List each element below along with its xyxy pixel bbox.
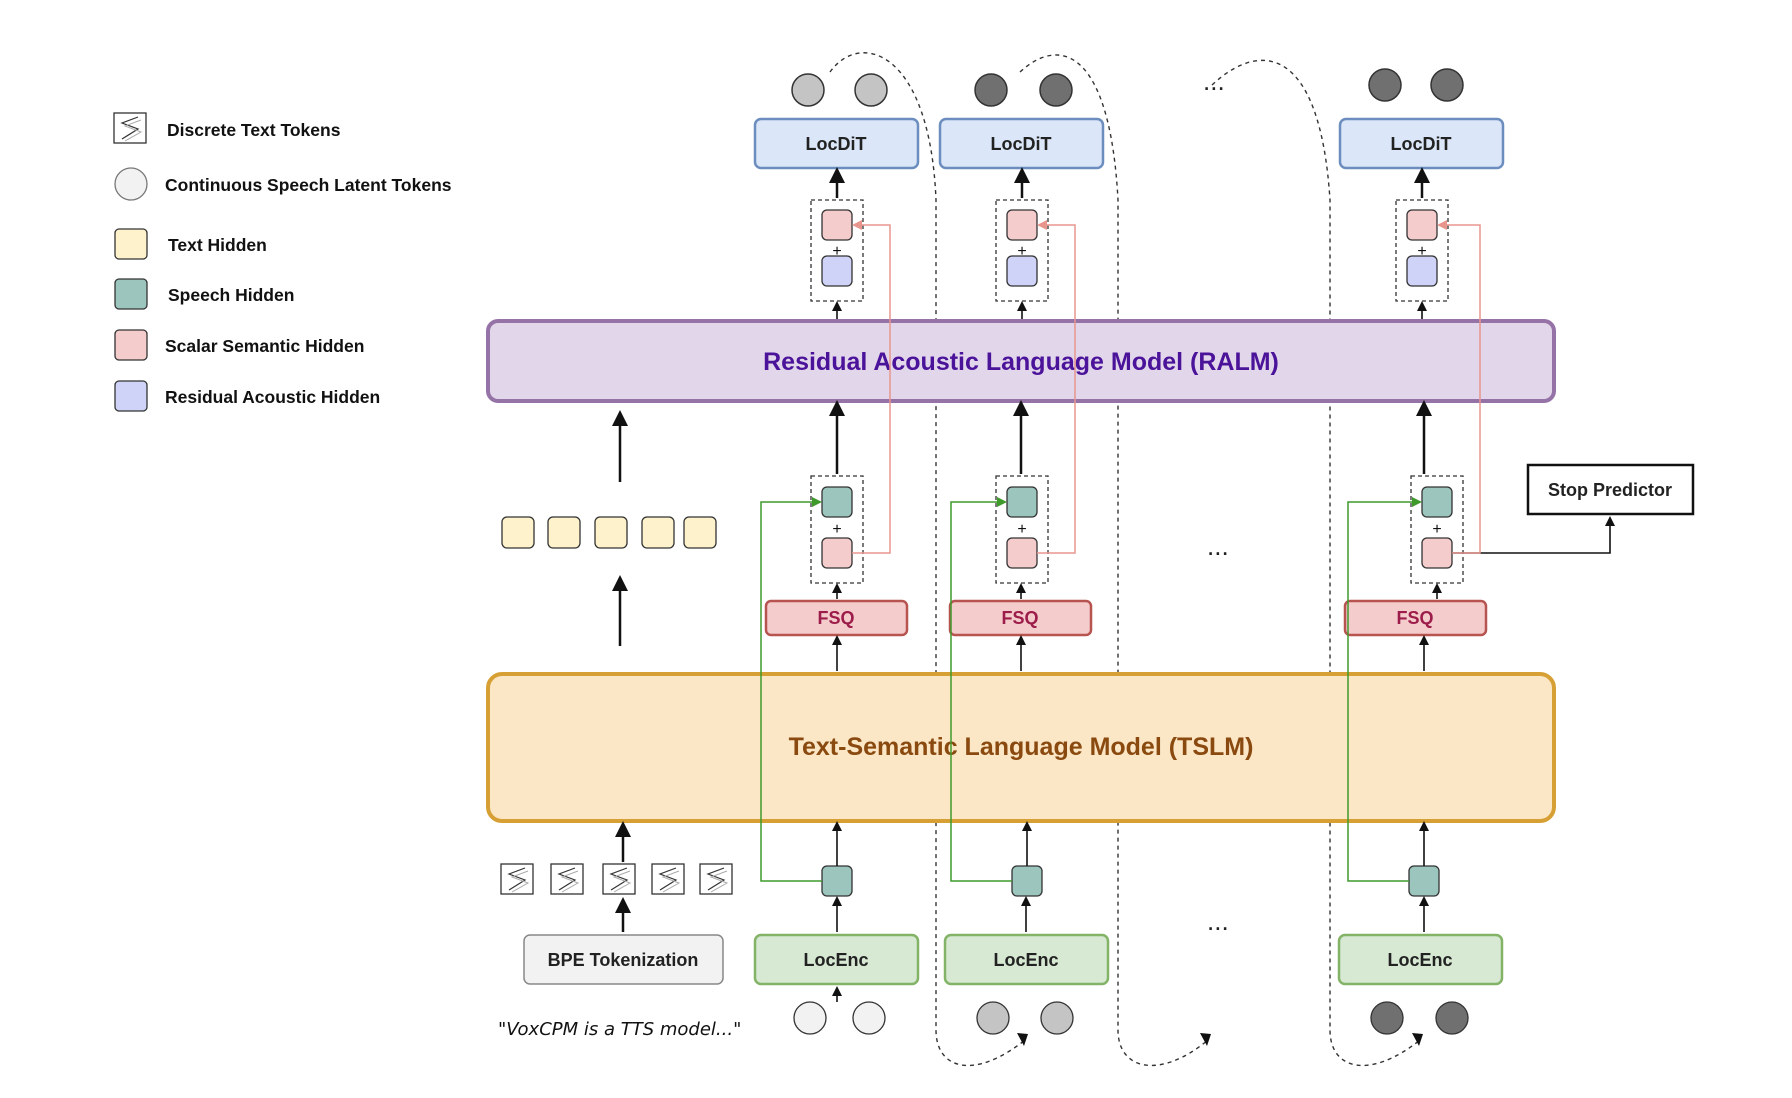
ralm-block: Residual Acoustic Language Model (RALM) xyxy=(486,319,1556,403)
input-text: "VoxCPM is a TTS model..." xyxy=(498,1019,741,1040)
ellipsis: ... xyxy=(1203,66,1225,96)
fsq-label: FSQ xyxy=(1396,608,1433,628)
locenc-label: LocEnc xyxy=(1387,950,1452,970)
upper-stack: + xyxy=(995,199,1049,302)
locenc-label: LocEnc xyxy=(993,950,1058,970)
ellipsis: ... xyxy=(1207,906,1229,936)
legend-label: Continuous Speech Latent Tokens xyxy=(165,175,452,195)
svg-text:+: + xyxy=(1017,521,1026,538)
speech-skip-connections xyxy=(760,497,1422,882)
locdit-label: LocDiT xyxy=(1391,134,1452,154)
legend: Discrete Text Tokens Continuous Speech L… xyxy=(113,112,452,412)
lower-stack: + xyxy=(995,475,1049,584)
fsq-label: FSQ xyxy=(817,608,854,628)
text-hidden-row xyxy=(501,516,717,549)
legend-residual-acoustic-hidden: Residual Acoustic Hidden xyxy=(114,380,380,412)
fsq-block: FSQ xyxy=(948,599,1093,637)
fsq-block: FSQ xyxy=(764,599,909,637)
locdit-label: LocDiT xyxy=(806,134,867,154)
legend-label: Residual Acoustic Hidden xyxy=(165,387,380,407)
lower-stack: + xyxy=(1410,475,1464,584)
locdit-label: LocDiT xyxy=(991,134,1052,154)
legend-label: Speech Hidden xyxy=(168,285,294,305)
tslm-label: Text-Semantic Language Model (TSLM) xyxy=(789,733,1254,761)
bpe-tokenization-block: BPE Tokenization xyxy=(523,934,724,985)
tslm-block: Text-Semantic Language Model (TSLM) xyxy=(486,672,1556,823)
discrete-text-token-row xyxy=(500,863,733,895)
legend-label: Scalar Semantic Hidden xyxy=(165,336,364,356)
text-hidden-token xyxy=(683,516,717,549)
legend-label: Text Hidden xyxy=(168,235,267,255)
svg-text:+: + xyxy=(832,521,841,538)
locenc-label: LocEnc xyxy=(803,950,868,970)
semantic-residual-connections xyxy=(852,220,1481,554)
legend-scalar-semantic-hidden: Scalar Semantic Hidden xyxy=(114,329,364,361)
locdit-block: LocDiT xyxy=(938,117,1105,170)
text-hidden-token xyxy=(547,516,581,549)
text-hidden-token xyxy=(641,516,675,549)
text-hidden-token xyxy=(594,516,628,549)
input-latent-tokens xyxy=(793,1001,1469,1035)
locdit-block: LocDiT xyxy=(1338,117,1505,170)
legend-label: Discrete Text Tokens xyxy=(167,120,341,140)
autoregressive-loop-lines xyxy=(829,52,1421,1067)
upper-stack: + xyxy=(1395,199,1449,302)
legend-continuous-speech-latent-tokens: Continuous Speech Latent Tokens xyxy=(114,167,452,201)
latent-token xyxy=(1039,73,1073,107)
lower-stack: + xyxy=(810,475,864,584)
legend-text-hidden: Text Hidden xyxy=(114,228,267,260)
locenc-block: LocEnc xyxy=(753,933,920,986)
locenc-block: LocEnc xyxy=(943,933,1110,986)
locenc-block: LocEnc xyxy=(1337,933,1504,986)
legend-discrete-text-tokens: Discrete Text Tokens xyxy=(113,112,341,144)
stop-predictor-label: Stop Predictor xyxy=(1548,480,1672,500)
bpe-label: BPE Tokenization xyxy=(548,950,699,970)
latent-token xyxy=(974,73,1008,107)
svg-text:+: + xyxy=(832,243,841,260)
latent-token xyxy=(1368,68,1402,102)
fsq-label: FSQ xyxy=(1001,608,1038,628)
locdit-block: LocDiT xyxy=(753,117,920,170)
latent-token xyxy=(791,73,825,107)
speech-hidden-input xyxy=(821,865,1440,897)
text-hidden-token xyxy=(501,516,535,549)
stop-predictor-block: Stop Predictor xyxy=(1526,463,1695,516)
fsq-block: FSQ xyxy=(1343,599,1488,637)
upper-stack: + xyxy=(810,199,864,302)
svg-text:+: + xyxy=(1017,243,1026,260)
loop-arrowheads xyxy=(1017,1033,1423,1046)
svg-text:+: + xyxy=(1432,521,1441,538)
svg-text:+: + xyxy=(1417,243,1426,260)
flow-arrows xyxy=(612,167,1615,1002)
ralm-label: Residual Acoustic Language Model (RALM) xyxy=(763,348,1279,376)
latent-token xyxy=(1430,68,1464,102)
latent-token xyxy=(854,73,888,107)
output-latent-tokens xyxy=(791,68,1464,107)
legend-speech-hidden: Speech Hidden xyxy=(114,278,294,310)
ellipsis: ... xyxy=(1207,531,1229,561)
